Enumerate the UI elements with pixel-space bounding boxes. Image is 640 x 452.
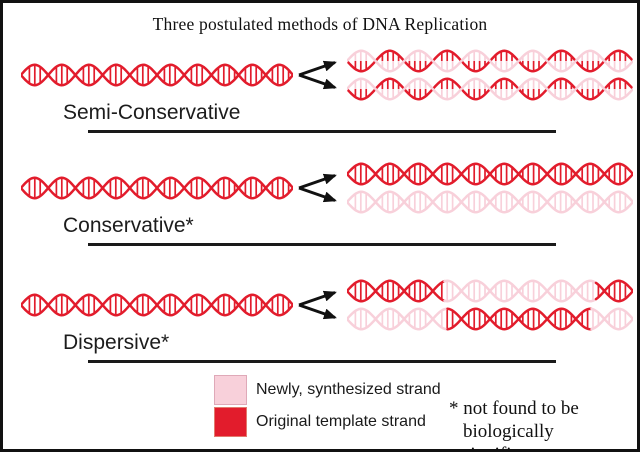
legend-item-new-strand: Newly, synthesized strand [214, 374, 441, 406]
legend-label-original-strand: Original template strand [256, 413, 426, 430]
result-helix-top [347, 277, 633, 305]
legend-swatch-pink [214, 375, 247, 405]
result-helix-bottom [347, 305, 633, 333]
branch-arrows-icon [295, 57, 347, 93]
section-conservative: Conservative* [3, 160, 637, 272]
legend-label-new-strand: Newly, synthesized strand [256, 381, 441, 398]
parent-helix [21, 61, 293, 89]
footnote: * not found to be biologically significa… [449, 397, 637, 449]
parent-helix [21, 291, 293, 319]
branch-arrows-icon [295, 287, 347, 323]
section-label-semi-conservative: Semi-Conservative [63, 101, 241, 124]
footnote-line2: biologically significant [463, 421, 554, 449]
section-dispersive: Dispersive* [3, 277, 637, 389]
section-underline [88, 360, 556, 363]
section-semi-conservative: Semi-Conservative [3, 47, 637, 159]
diagram-title: Three postulated methods of DNA Replicat… [152, 14, 488, 34]
section-underline [88, 130, 556, 133]
section-label-dispersive: Dispersive* [63, 331, 170, 354]
result-helix-top [347, 160, 633, 188]
section-label-conservative: Conservative* [63, 214, 194, 237]
result-helix-top [347, 47, 633, 75]
result-helix-bottom [347, 75, 633, 103]
legend-swatch-red [214, 407, 247, 437]
asterisk-marker: * [449, 398, 459, 419]
parent-helix [21, 174, 293, 202]
section-underline [88, 243, 556, 246]
branch-arrows-icon [295, 170, 347, 206]
result-helix-bottom [347, 188, 633, 216]
legend-item-original-strand: Original template strand [214, 406, 426, 438]
footnote-line1: * not found to be [449, 398, 579, 419]
